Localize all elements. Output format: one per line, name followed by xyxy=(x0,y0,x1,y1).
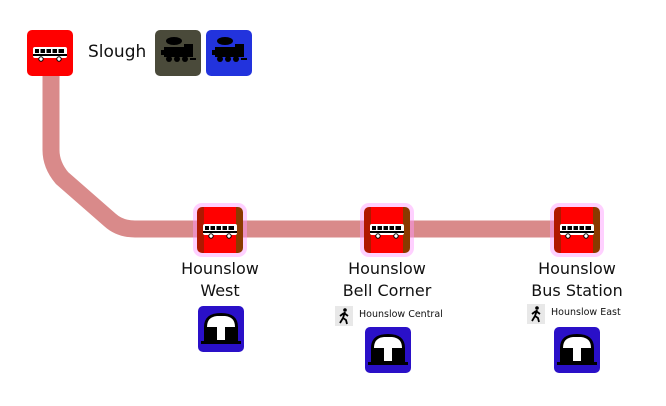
stop-bus-icon xyxy=(554,207,600,253)
transfer-station: Hounslow East xyxy=(551,307,621,318)
walking-icon xyxy=(527,304,545,324)
transfer-station: Hounslow Central xyxy=(359,309,443,320)
walking-icon xyxy=(335,306,353,326)
origin-stop-name: Slough xyxy=(88,42,147,62)
steam-train-icon xyxy=(155,30,201,76)
underground-icon xyxy=(554,327,600,373)
stop-bus-icon xyxy=(197,207,243,253)
underground-icon xyxy=(365,327,411,373)
steam-train-icon xyxy=(206,30,252,76)
origin-bus-icon xyxy=(27,30,73,76)
underground-icon xyxy=(198,306,244,352)
stop-bus-icon xyxy=(364,207,410,253)
